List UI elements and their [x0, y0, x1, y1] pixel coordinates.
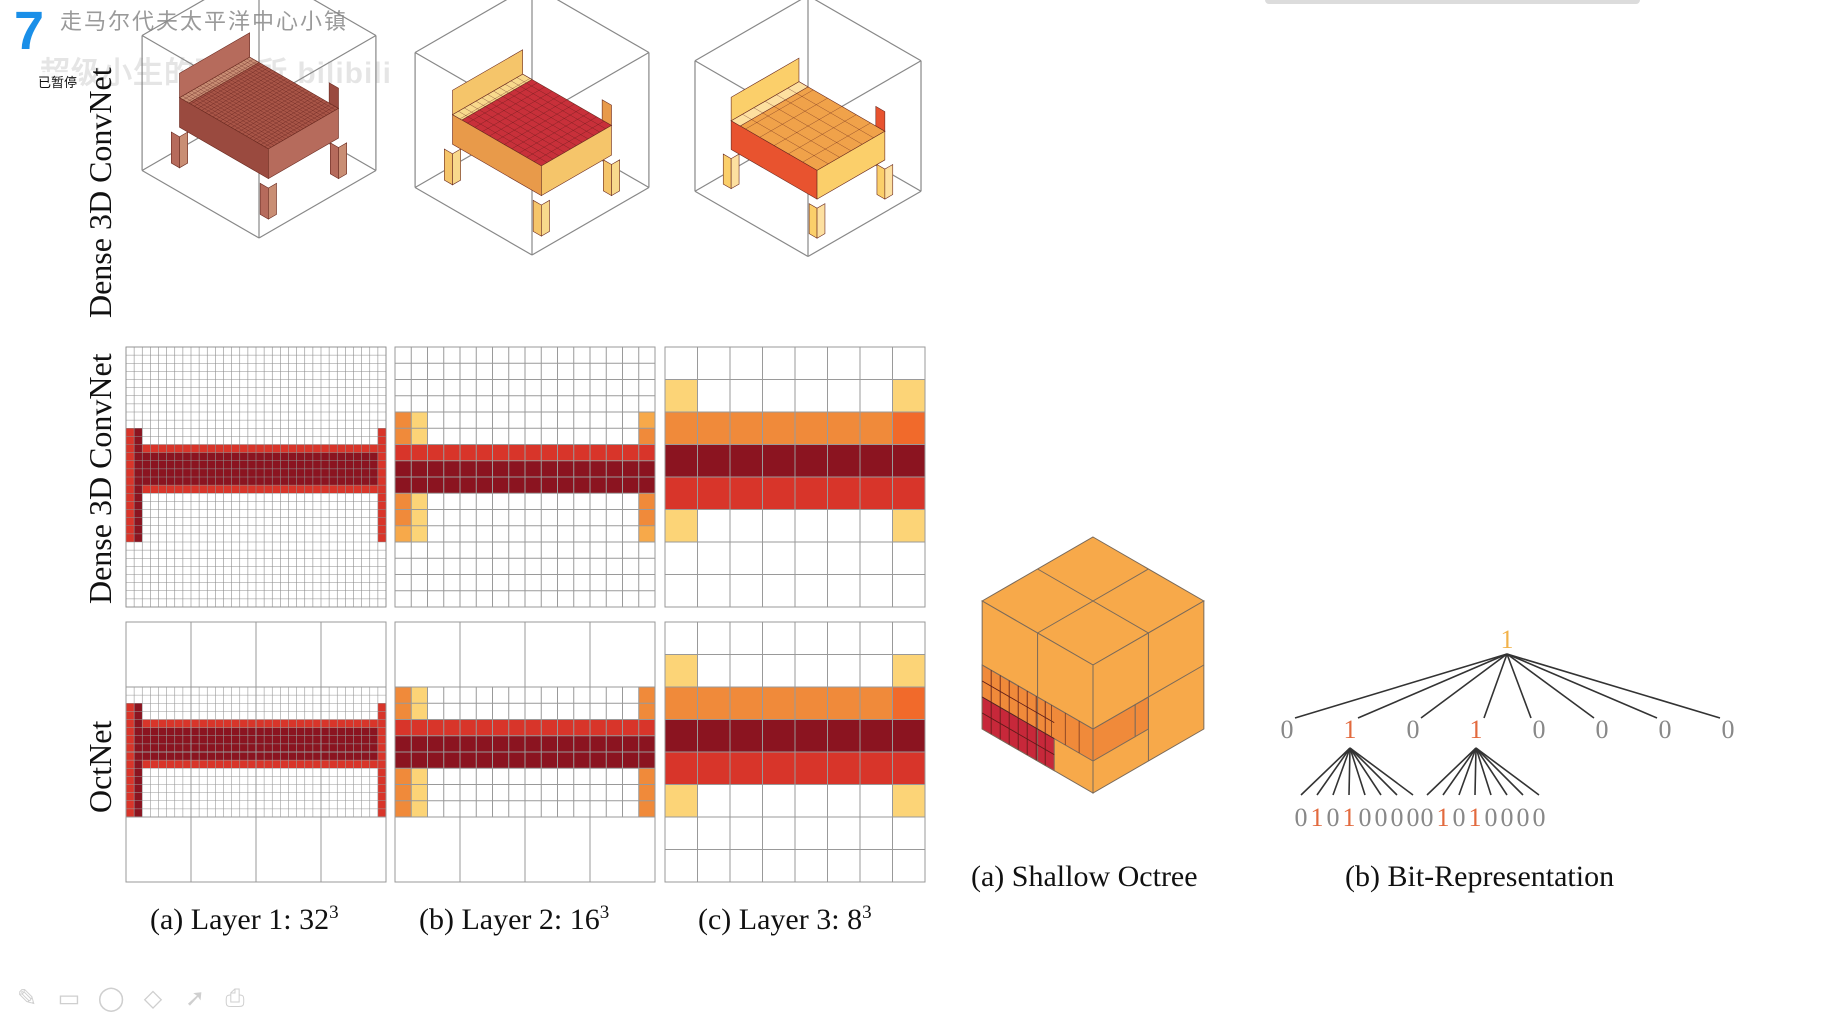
octnet-grid-layer2 — [394, 621, 656, 883]
bit-l1-4: 0 — [1533, 715, 1546, 744]
top-handle[interactable] — [1265, 0, 1640, 4]
bit-leaf: 0 — [1295, 803, 1308, 832]
dense-grid-layer2 — [394, 346, 656, 608]
bit-leaf: 1 — [1311, 803, 1324, 832]
row-label-octnet: OctNet — [82, 720, 118, 813]
dense-grid-layer3 — [664, 346, 926, 608]
paused-badge: 已暂停 — [36, 72, 80, 91]
bit-root: 1 — [1501, 625, 1514, 654]
bit-leaf: 0 — [1453, 803, 1466, 832]
octnet-grid-layer3 — [664, 621, 926, 883]
top-caption: 走马尔代夫太平洋中心小镇 — [60, 9, 349, 34]
caption-bit-representation: (b) Bit-Representation — [1345, 860, 1615, 893]
bit-l1-3: 1 — [1470, 715, 1483, 744]
bit-leaf: 0 — [1533, 803, 1546, 832]
voxel-bed-layer2 — [414, 0, 650, 256]
bit-leaf: 1 — [1437, 803, 1450, 832]
eraser-icon[interactable]: ◇ — [143, 984, 163, 1012]
bit-l1-7: 0 — [1722, 715, 1735, 744]
voxel-bed-layer3 — [694, 0, 922, 258]
pen-icon[interactable]: ✎ — [16, 984, 38, 1012]
bit-leaf: 0 — [1359, 803, 1372, 832]
bit-level1: 0 1 0 1 0 0 0 0 — [1281, 715, 1735, 744]
app-logo: 7 — [14, 1, 45, 61]
bit-l1-2: 0 — [1407, 715, 1420, 744]
shallow-octree-cube — [981, 536, 1205, 794]
row-label-dense-grid: Dense 3D ConvNet — [82, 353, 118, 604]
bit-leaf: 0 — [1327, 803, 1340, 832]
bit-l1-5: 0 — [1596, 715, 1609, 744]
bit-l1-6: 0 — [1659, 715, 1672, 744]
bit-l1-1: 1 — [1344, 715, 1357, 744]
pointer-icon[interactable]: ➚ — [184, 984, 206, 1012]
bit-tree-edges — [1294, 653, 1721, 796]
octnet-grid-layer1 — [125, 621, 387, 883]
bit-leaf: 0 — [1517, 803, 1530, 832]
bit-leaf: 1 — [1469, 803, 1482, 832]
caption-shallow-octree: (a) Shallow Octree — [971, 860, 1198, 893]
lasso-icon[interactable]: ◯ — [97, 984, 125, 1012]
whiteboard-icon[interactable]: ▭ — [57, 984, 81, 1012]
caption-layer2: (b) Layer 2: 163 — [419, 902, 610, 936]
row-label-dense-3d: Dense 3D ConvNet — [82, 67, 118, 318]
bit-leaf: 1 — [1343, 803, 1356, 832]
caption-layer1: (a) Layer 1: 323 — [150, 902, 339, 936]
dense-grid-layer1 — [125, 346, 387, 608]
bit-leaf: 0 — [1375, 803, 1388, 832]
bit-leaf: 0 — [1421, 803, 1434, 832]
bit-leaf: 0 — [1485, 803, 1498, 832]
caption-layer3: (c) Layer 3: 83 — [698, 902, 872, 936]
bit-leaf: 0 — [1501, 803, 1514, 832]
bit-l1-0: 0 — [1281, 715, 1294, 744]
voxel-bed-layer1 — [141, 0, 377, 239]
bit-leaf: 0 — [1407, 803, 1420, 832]
camera-icon[interactable]: ⎙ — [225, 984, 245, 1012]
bit-leaf: 0 — [1391, 803, 1404, 832]
